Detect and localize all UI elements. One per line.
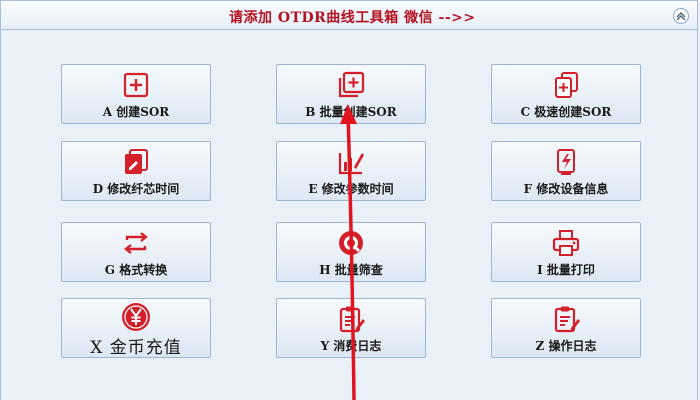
tile-label: F 修改设备信息 [523, 182, 609, 196]
chart-edit-icon [338, 153, 364, 175]
batch-print-button[interactable]: I 批量打印 [491, 222, 641, 282]
header-bar: 请添加 OTDR曲线工具箱 微信 -->> [0, 0, 698, 30]
modify-param-time-button[interactable]: E 修改参数时间 [276, 141, 426, 201]
tile-label: Z 操作日志 [535, 339, 597, 353]
tile-label: C 极速创建SOR [520, 105, 612, 119]
tile-label: E 修改参数时间 [308, 182, 394, 196]
create-sor-button[interactable]: A 创建SOR [61, 64, 211, 124]
device-info-icon [557, 149, 575, 175]
convert-arrows-icon [124, 232, 148, 254]
modify-device-info-button[interactable]: F 修改设备信息 [491, 141, 641, 201]
header-title: 请添加 OTDR曲线工具箱 微信 -->> [229, 10, 476, 26]
tile-label: H 批量筛查 [319, 263, 383, 277]
operation-log-icon [554, 306, 580, 333]
modify-fiber-time-button[interactable]: D 修改纤芯时间 [61, 141, 211, 201]
tile-label: B 批量创建SOR [305, 105, 397, 119]
tool-panel: A 创建SOR B 批量创建SOR C 极速创建SOR D 修改纤芯时间 [0, 30, 698, 400]
edit-document-icon [125, 149, 148, 174]
operation-log-button[interactable]: Z 操作日志 [491, 298, 641, 358]
filter-circle-icon [339, 231, 363, 255]
format-convert-button[interactable]: G 格式转换 [61, 222, 211, 282]
batch-filter-button[interactable]: H 批量筛查 [276, 222, 426, 282]
consumption-log-button[interactable]: Y 消费日志 [276, 298, 426, 358]
tile-label: I 批量打印 [537, 263, 595, 277]
plus-square-icon [123, 72, 149, 98]
batch-plus-icon [338, 71, 365, 98]
coin-recharge-button[interactable]: X 金币充值 [61, 298, 211, 358]
yen-coin-icon [122, 303, 150, 331]
collapse-chevron-icon[interactable] [673, 8, 689, 24]
printer-icon [552, 230, 580, 256]
tile-label: D 修改纤芯时间 [92, 182, 180, 196]
tile-label: G 格式转换 [104, 263, 168, 277]
tile-label: A 创建SOR [102, 105, 170, 119]
log-clipboard-icon [339, 306, 365, 333]
quick-create-sor-button[interactable]: C 极速创建SOR [491, 64, 641, 124]
tile-label: X 金币充值 [90, 338, 182, 358]
copy-plus-icon [555, 72, 578, 98]
batch-create-sor-button[interactable]: B 批量创建SOR [276, 64, 426, 124]
tile-label: Y 消费日志 [320, 339, 382, 353]
